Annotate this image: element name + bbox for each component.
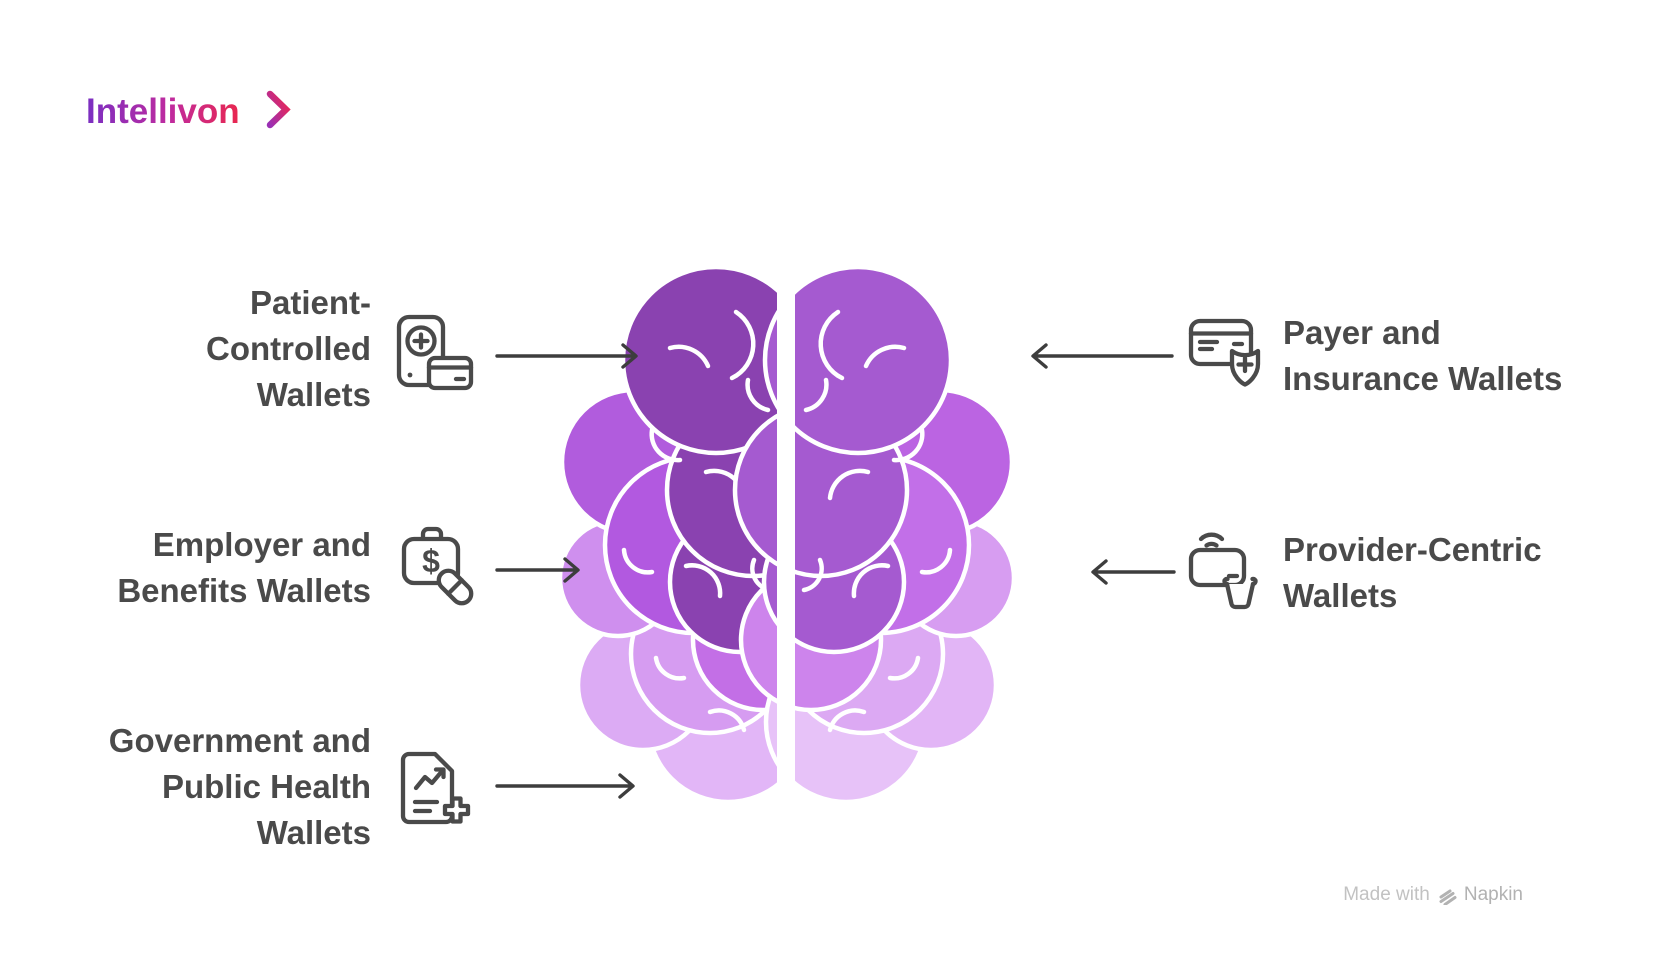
brain-midline-gap: [777, 260, 795, 808]
label-line: Controlled: [206, 330, 371, 367]
document-chart-medical-cross-icon: [400, 751, 471, 825]
label-employer-benefits-wallets: Employer and Benefits Wallets: [0, 522, 371, 614]
label-line: Benefits Wallets: [117, 572, 371, 609]
label-line: Patient-: [249, 284, 371, 321]
label-provider-centric-wallets: Provider-Centric Wallets: [1283, 527, 1663, 619]
label-line: Provider-Centric: [1283, 531, 1542, 568]
arrow-provider-to-brain: [1091, 559, 1176, 585]
label-line: Wallets: [256, 376, 371, 413]
briefcase-dollar-pill-icon: $: [401, 526, 474, 606]
label-patient-controlled-wallets: Patient- Controlled Wallets: [0, 280, 371, 418]
label-line: Government and: [108, 722, 371, 759]
credit-card-shield-plus-icon: [1188, 318, 1261, 387]
chevron-right-icon: [266, 90, 291, 129]
watermark: Made with Napkin: [1343, 884, 1523, 906]
logo-graphic: Intellivon: [86, 90, 291, 131]
logo-text: Intellivon: [86, 92, 240, 131]
label-line: Wallets: [256, 814, 371, 851]
label-line: Wallets: [1283, 577, 1398, 614]
napkin-logo-icon: [1439, 889, 1457, 905]
arrow-payer-to-brain: [1031, 343, 1174, 369]
label-line: Payer and: [1283, 314, 1441, 351]
arrow-government-to-brain: [495, 773, 635, 799]
dollar-glyph: $: [422, 543, 440, 579]
contactless-card-basket-icon: [1188, 532, 1258, 610]
arrow-patient-to-brain: [495, 343, 638, 369]
watermark-brand: Napkin: [1463, 884, 1523, 905]
label-line: Employer and: [152, 526, 371, 563]
smartphone-medical-card-icon: [396, 314, 474, 391]
arrow-employer-to-brain: [495, 557, 580, 583]
watermark-prefix: Made with: [1343, 884, 1430, 905]
logo: Intellivon: [86, 88, 396, 141]
brain-sulci: [801, 309, 953, 733]
label-government-public-health-wallets: Government and Public Health Wallets: [0, 718, 371, 856]
label-payer-insurance-wallets: Payer and Insurance Wallets: [1283, 310, 1663, 402]
label-line: Public Health: [161, 768, 371, 805]
brain-right-hemisphere: [732, 264, 1016, 805]
label-line: Insurance Wallets: [1283, 360, 1563, 397]
brain-illustration: [558, 260, 1016, 808]
